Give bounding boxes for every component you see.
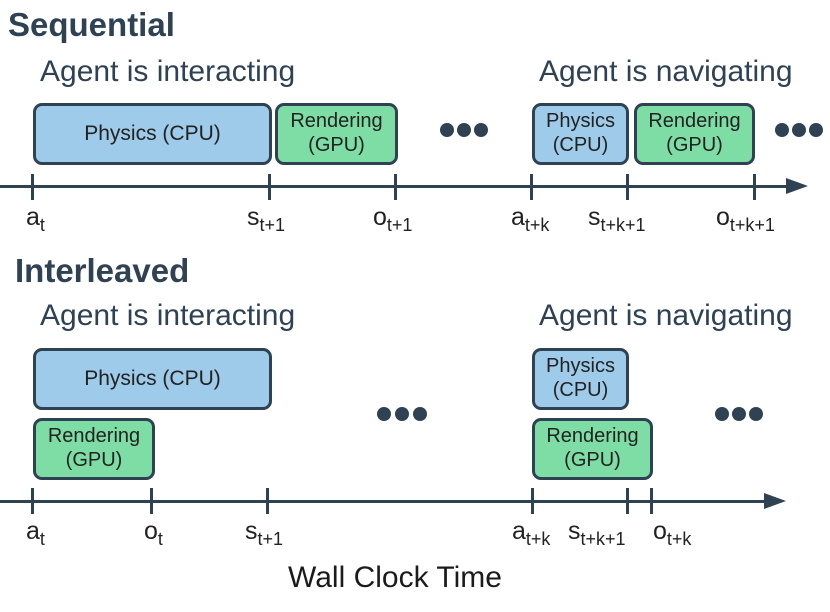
tick-mark: [626, 174, 629, 200]
tick-subscript: t+k+1: [729, 215, 775, 235]
tick-symbol: a: [512, 517, 526, 545]
ellipsis-dot: [440, 123, 454, 137]
ellipsis-icon: [377, 407, 427, 421]
interleaved-physics-box-1: Physics (CPU): [33, 348, 272, 410]
sequential-physics-box-2: Physics (CPU): [532, 103, 629, 165]
tick-symbol: o: [653, 517, 667, 545]
box-label-line: (CPU): [552, 134, 609, 156]
sequential-rendering-box-1: Rendering (GPU): [275, 103, 398, 165]
ellipsis-icon: [440, 123, 488, 137]
ellipsis-dot: [457, 123, 471, 137]
tick-label-5: ot+k+1: [716, 203, 775, 234]
tick-mark: [650, 488, 653, 514]
tick-label-0: at: [26, 203, 45, 234]
box-label-line: Physics: [546, 110, 615, 133]
tick-label-1: ot: [144, 517, 163, 548]
box-label-line: (CPU): [552, 379, 609, 401]
ellipsis-dot: [395, 407, 409, 421]
tick-symbol: o: [373, 203, 387, 231]
tick-symbol: s: [245, 517, 258, 545]
tick-symbol: s: [568, 517, 581, 545]
tick-subscript: t+k: [666, 529, 692, 549]
sequential-title: Sequential: [8, 6, 175, 43]
tick-subscript: t: [157, 529, 163, 549]
tick-mark: [268, 174, 271, 200]
tick-subscript: t: [39, 215, 45, 235]
tick-symbol: a: [26, 517, 40, 545]
tick-subscript: t+k: [524, 215, 550, 235]
arrowhead-icon: [786, 178, 808, 194]
tick-subscript: t+1: [259, 215, 286, 235]
box-label-line: (GPU): [308, 134, 365, 156]
ellipsis-dot: [749, 407, 763, 421]
box-label-line: (GPU): [666, 134, 723, 156]
ellipsis-dot: [775, 123, 789, 137]
box-label-line: Rendering: [47, 425, 141, 448]
tick-mark: [394, 174, 397, 200]
interleaved-rendering-box-1: Rendering (GPU): [33, 418, 155, 480]
tick-label-1: st+1: [247, 203, 285, 234]
tick-mark: [266, 488, 269, 514]
tick-mark: [531, 488, 534, 514]
tick-mark: [753, 174, 756, 200]
ellipsis-dot: [809, 123, 823, 137]
tick-symbol: a: [26, 203, 40, 231]
tick-mark: [150, 488, 153, 514]
interleaved-rendering-box-2: Rendering (GPU): [532, 418, 653, 480]
tick-label-4: st+k+1: [568, 517, 626, 548]
interleaved-physics-box-2: Physics (CPU): [532, 348, 629, 410]
interleaved-title: Interleaved: [15, 252, 190, 289]
sequential-rendering-box-2: Rendering (GPU): [634, 103, 755, 165]
tick-label-5: ot+k: [653, 517, 691, 548]
tick-symbol: a: [511, 203, 525, 231]
tick-symbol: s: [588, 203, 601, 231]
tick-mark: [31, 174, 34, 200]
tick-subscript: t+1: [257, 529, 284, 549]
tick-label-3: at+k: [511, 203, 549, 234]
box-label-line: Physics (CPU): [84, 121, 221, 145]
ellipsis-dot: [413, 407, 427, 421]
tick-symbol: o: [144, 517, 158, 545]
wall-clock-time-label: Wall Clock Time: [288, 561, 502, 594]
tick-subscript: t+1: [386, 215, 413, 235]
box-label-line: Physics: [546, 355, 615, 378]
ellipsis-icon: [775, 123, 823, 137]
box-label-line: Rendering: [546, 425, 639, 448]
sequential-phase-navigating: Agent is navigating: [539, 55, 793, 88]
tick-subscript: t+k+1: [600, 215, 646, 235]
interleaved-timeline: [0, 500, 766, 503]
tick-label-0: at: [26, 517, 45, 548]
ellipsis-dot: [792, 123, 806, 137]
ellipsis-icon: [715, 407, 763, 421]
tick-mark: [530, 174, 533, 200]
tick-symbol: s: [247, 203, 260, 231]
ellipsis-dot: [732, 407, 746, 421]
ellipsis-dot: [715, 407, 729, 421]
box-label-line: (GPU): [564, 449, 621, 471]
interleaved-phase-interacting: Agent is interacting: [40, 299, 296, 332]
box-label-line: Rendering: [648, 110, 741, 133]
arrowhead-icon: [764, 493, 786, 509]
tick-label-2: st+1: [245, 517, 283, 548]
tick-mark: [626, 488, 629, 514]
ellipsis-dot: [474, 123, 488, 137]
box-label-line: Physics (CPU): [84, 366, 221, 390]
tick-label-4: st+k+1: [588, 203, 646, 234]
tick-symbol: o: [716, 203, 730, 231]
interleaved-phase-navigating: Agent is navigating: [539, 299, 793, 332]
box-label-line: (GPU): [65, 449, 123, 471]
box-label-line: Rendering: [290, 110, 383, 133]
tick-label-2: ot+1: [373, 203, 412, 234]
sequential-physics-box-1: Physics (CPU): [33, 103, 272, 165]
tick-subscript: t: [39, 529, 45, 549]
tick-label-3: at+k: [512, 517, 550, 548]
tick-subscript: t+k+1: [580, 529, 626, 549]
tick-subscript: t+k: [525, 529, 551, 549]
ellipsis-dot: [377, 407, 391, 421]
sequential-phase-interacting: Agent is interacting: [40, 55, 296, 88]
tick-mark: [31, 488, 34, 514]
